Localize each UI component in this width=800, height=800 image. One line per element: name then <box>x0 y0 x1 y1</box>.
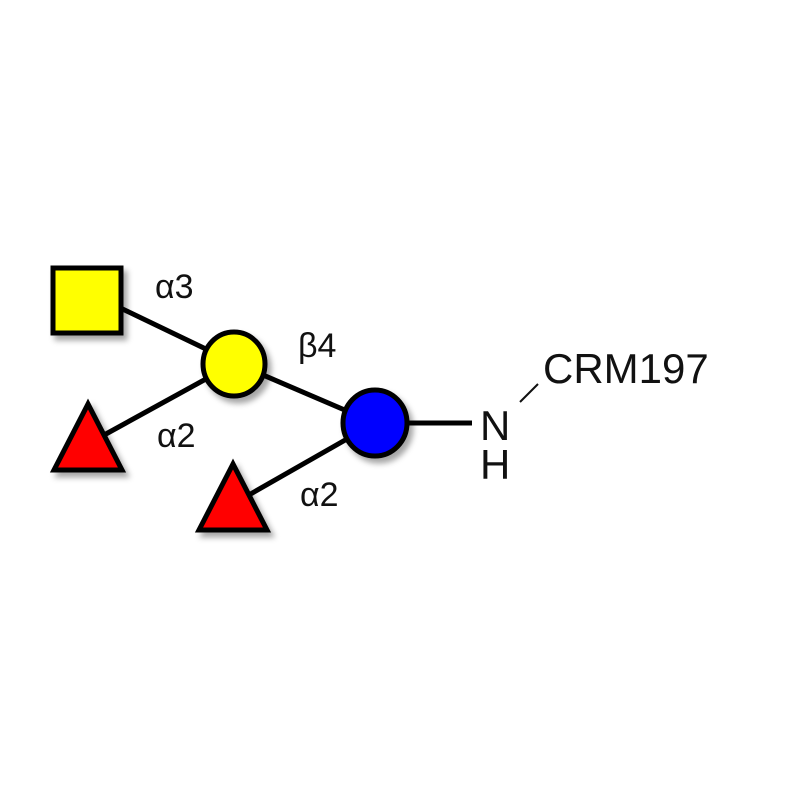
linkage-label-beta4: β4 <box>298 327 336 365</box>
linker-n: N <box>480 402 510 449</box>
bonds <box>93 300 472 503</box>
linkage-label-alpha2-lower: α2 <box>300 476 339 514</box>
linker-bond <box>519 383 539 403</box>
linker-h: H <box>480 441 510 488</box>
linkage-label-alpha2-upper: α2 <box>157 417 196 455</box>
red-triangle-icon-upper <box>49 398 127 473</box>
yellow-circle-icon <box>200 329 268 399</box>
linkage-label-alpha3: α3 <box>155 268 194 306</box>
carrier-protein-label: CRM197 <box>543 345 709 392</box>
red-triangle-icon-lower <box>194 458 272 533</box>
yellow-square-icon <box>50 265 124 336</box>
blue-circle-icon <box>340 387 410 459</box>
